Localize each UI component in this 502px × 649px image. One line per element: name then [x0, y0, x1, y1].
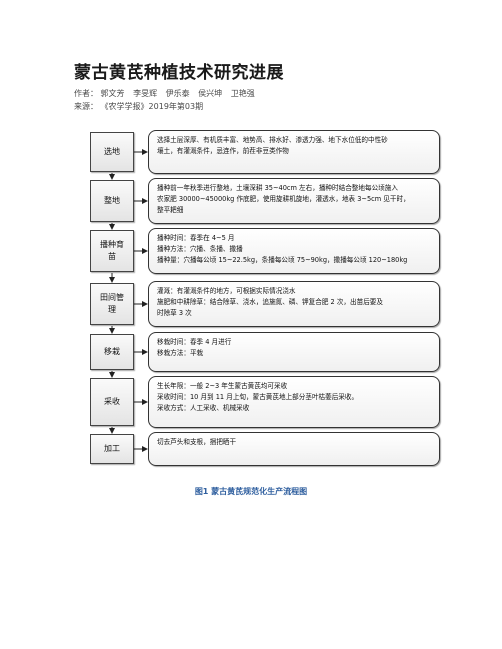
flow-step-box: 采收: [90, 378, 134, 426]
flow-step-box: 加工: [90, 434, 134, 464]
authors-line: 作者： 郭文芳 李旻辉 伊乐泰 侯兴坤 卫艳强: [74, 88, 261, 99]
flow-step-description: 切去芦头和支根，捆把晒干: [148, 432, 440, 466]
description-line: 采收方式：人工采收、机械采收: [157, 404, 250, 412]
flow-step-description: 播种前一年秋季进行整地，土壤深耕 35~40cm 左右，播种时结合整地每公顷施入…: [148, 178, 440, 224]
flow-step-description: 播种时间：春季在 4~5 月播种方法：穴播、条播、撒播播种量：穴播每公顷 15~…: [148, 228, 440, 274]
flow-step-description: 选择土层深厚、有机质丰富、地势高、排水好、渗透力强、地下水位低的中性砂壤土，有灌…: [148, 130, 440, 174]
author-name: 侯兴坤: [198, 89, 223, 98]
flow-step-label: 采收: [104, 397, 120, 406]
flow-step-label: 田间管理: [100, 293, 124, 314]
flow-step-description: 灌溉：有灌溉条件的地方，可根据实际情况浇水施肥和中耕除草：结合除草、浇水，追施氮…: [148, 281, 440, 327]
flow-step-box: 整地: [90, 180, 134, 222]
figure-caption: 图1 蒙古黄芪规范化生产流程图: [194, 487, 308, 496]
description-line: 时除草 3 次: [157, 309, 192, 317]
description-line: 整平耙细: [157, 206, 184, 214]
flow-step-description: 生长年限：一般 2~3 年生蒙古黄芪均可采收采收时间：10 月到 11 月上旬，…: [148, 376, 440, 428]
description-line: 播种方法：穴播、条播、撒播: [157, 245, 243, 253]
flow-step-box: 田间管理: [90, 283, 134, 325]
flow-step-box: 播种育苗: [90, 230, 134, 272]
source-line: 来源： 《农学学报》2019年第03期: [74, 101, 209, 112]
flow-step-label: 整地: [104, 196, 120, 205]
flow-step-description: 移栽时间：春季 4 月进行移栽方法：平栽: [148, 332, 440, 372]
author-name: 伊乐泰: [165, 89, 190, 98]
flow-step-box: 选地: [90, 132, 134, 172]
description-line: 壤土，有灌溉条件，忌连作，前茬非豆类作物: [157, 147, 289, 155]
author-name: 郭文芳: [100, 89, 125, 98]
description-line: 播种量：穴播每公顷 15~22.5kg，条播每公顷 75~90kg，撒播每公顷 …: [157, 256, 408, 264]
flow-step-label: 加工: [104, 444, 120, 453]
author-name: 卫艳强: [230, 89, 255, 98]
description-line: 移栽时间：春季 4 月进行: [157, 338, 232, 346]
authors-label: 作者：: [74, 89, 98, 98]
description-line: 农家肥 30000~45000kg 作底肥，使用旋耕机旋地，灌透水，地表 3~5…: [157, 195, 410, 203]
flow-step-box: 移栽: [90, 334, 134, 370]
article-title: 蒙古黄芪种植技术研究进展: [74, 63, 284, 83]
author-name: 李旻辉: [133, 89, 158, 98]
source-label: 来源：: [74, 102, 98, 111]
description-line: 生长年限：一般 2~3 年生蒙古黄芪均可采收: [157, 382, 288, 390]
source-journal: 《农学学报》2019年第03期: [100, 102, 204, 111]
flow-step-label: 移栽: [104, 347, 120, 356]
description-line: 播种时间：春季在 4~5 月: [157, 234, 235, 242]
description-line: 播种前一年秋季进行整地，土壤深耕 35~40cm 左右，播种时结合整地每公顷施入: [157, 184, 398, 192]
description-line: 移栽方法：平栽: [157, 349, 204, 357]
description-line: 施肥和中耕除草：结合除草、浇水，追施氮、磷、钾复合肥 2 次，出苗后要及: [157, 298, 383, 306]
description-line: 切去芦头和支根，捆把晒干: [157, 438, 237, 446]
description-line: 采收时间：10 月到 11 月上旬，蒙古黄芪地上部分茎叶枯萎后采收。: [157, 393, 359, 401]
flow-step-label: 选地: [104, 147, 120, 156]
description-line: 灌溉：有灌溉条件的地方，可根据实际情况浇水: [157, 287, 296, 295]
description-line: 选择土层深厚、有机质丰富、地势高、排水好、渗透力强、地下水位低的中性砂: [157, 136, 388, 144]
flow-step-label: 播种育苗: [100, 240, 124, 261]
